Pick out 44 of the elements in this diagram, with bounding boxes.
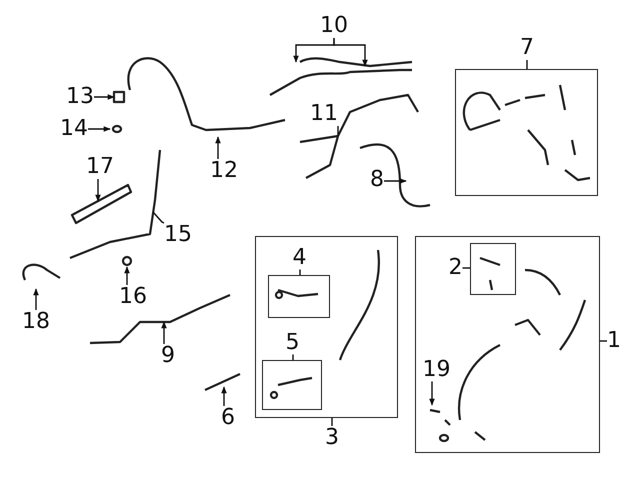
inset-frame — [255, 236, 398, 418]
inset-frame — [415, 236, 600, 453]
leader-line — [526, 60, 528, 69]
leader-line — [337, 126, 339, 136]
leader-line — [299, 270, 301, 275]
callout-number: 18 — [22, 310, 50, 334]
leader-line — [429, 382, 435, 406]
inset-frame — [268, 274, 330, 318]
leader-line — [462, 267, 470, 269]
callout-number: 3 — [325, 426, 339, 450]
leader-line — [33, 288, 39, 310]
leader-line — [94, 94, 115, 100]
callout-number: 7 — [520, 36, 534, 60]
leader-line — [95, 179, 101, 202]
inset-frame — [470, 242, 516, 294]
callout-number: 12 — [210, 159, 238, 183]
callout-number: 6 — [221, 406, 235, 430]
leader-line — [292, 354, 294, 360]
leader-line — [221, 386, 227, 406]
callout-number: 11 — [310, 102, 338, 126]
leader-line — [331, 418, 333, 426]
leader-line — [161, 321, 167, 344]
leader-line — [600, 340, 607, 342]
callout-number: 19 — [422, 358, 450, 382]
callout-number: 17 — [86, 155, 114, 179]
leader-line — [384, 178, 407, 184]
callout-number: 8 — [370, 168, 384, 192]
callout-number: 4 — [292, 246, 306, 270]
callout-number: 9 — [161, 344, 175, 368]
leader-line — [124, 266, 130, 285]
leader-line — [333, 38, 368, 67]
callout-number: 14 — [60, 117, 88, 141]
callout-number: 10 — [320, 14, 348, 38]
leader-line — [152, 212, 164, 224]
callout-number: 1 — [607, 329, 621, 353]
inset-frame — [455, 69, 598, 196]
leader-line — [88, 126, 111, 132]
callout-number: 2 — [448, 256, 462, 280]
leader-line — [215, 136, 221, 159]
inset-frame — [262, 360, 322, 410]
callout-number: 5 — [286, 330, 300, 354]
callout-number: 15 — [164, 223, 192, 247]
callout-number: 16 — [119, 285, 147, 309]
callout-number: 13 — [66, 85, 94, 109]
